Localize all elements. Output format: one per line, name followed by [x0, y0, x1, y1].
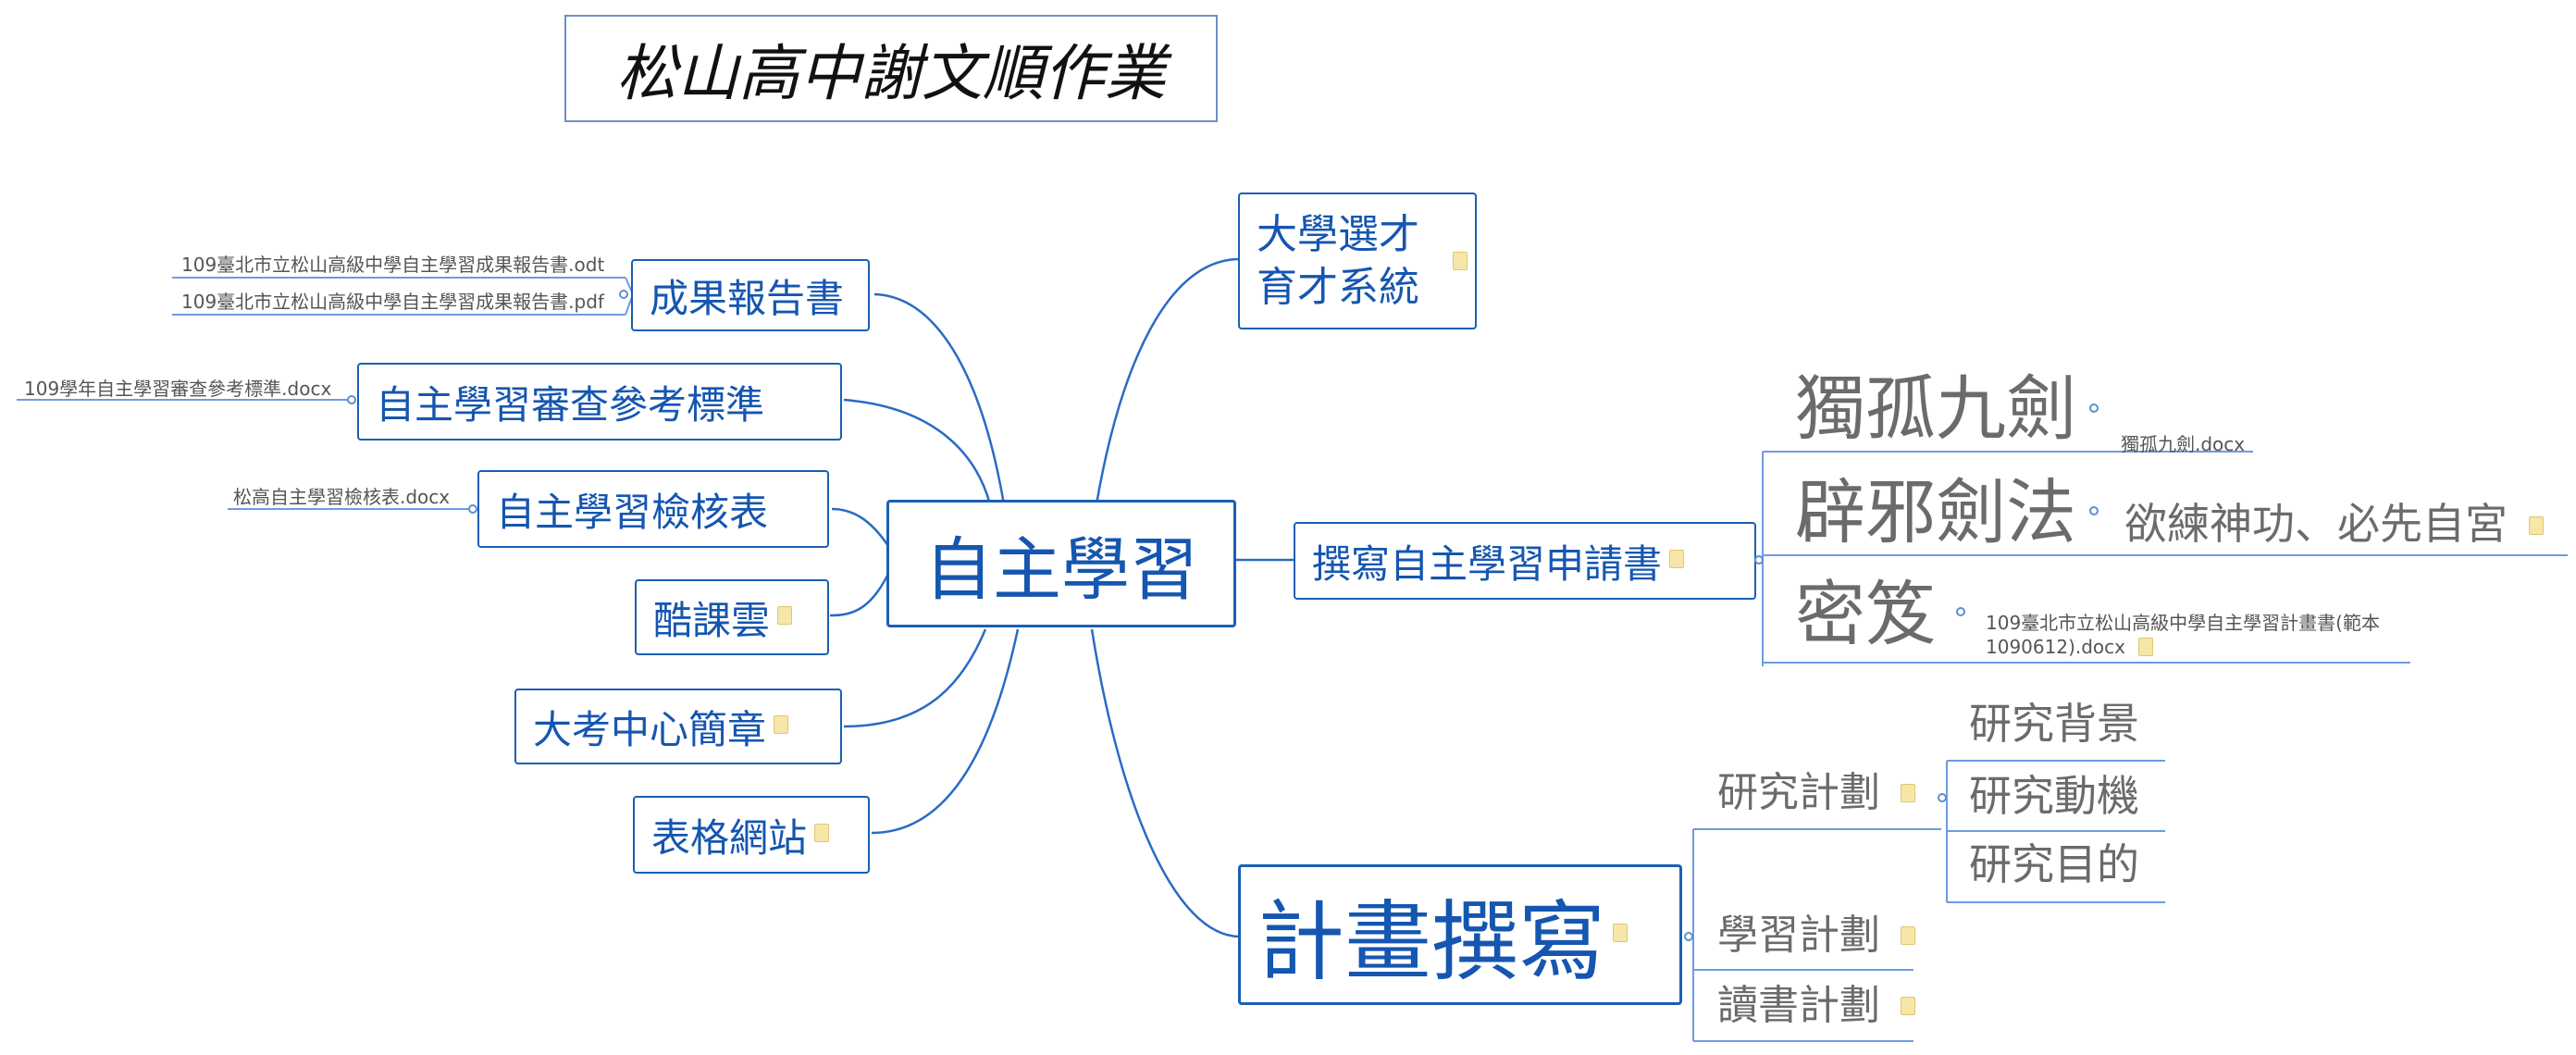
report-file-odt[interactable]: 109臺北市立松山高級中學自主學習成果報告書.odt	[181, 254, 605, 276]
note-icon[interactable]	[1901, 997, 1915, 1015]
note-icon[interactable]	[1613, 924, 1629, 942]
bixie-note-label: 欲練神功、必先自宮	[2124, 499, 2508, 549]
bixie-note[interactable]: 欲練神功、必先自宮	[2124, 500, 2544, 549]
ceec-node[interactable]: 大考中心簡章	[514, 689, 842, 764]
ceec-label: 大考中心簡章	[533, 706, 767, 752]
central-label: 自主學習	[924, 529, 1198, 610]
plan-node[interactable]: 計畫撰寫	[1238, 864, 1682, 1005]
note-icon[interactable]	[777, 606, 793, 625]
link-forms	[871, 628, 1020, 835]
plan-label: 計畫撰寫	[1257, 892, 1606, 993]
checklist-collapse-dot[interactable]	[468, 504, 477, 514]
bixie-label[interactable]: 辟邪劍法	[1795, 471, 2076, 553]
bixie-dot[interactable]	[2089, 506, 2099, 515]
miji-dot[interactable]	[1956, 607, 1965, 616]
research-dot[interactable]	[1938, 793, 1947, 802]
checklist-node[interactable]: 自主學習檢核表	[477, 470, 829, 548]
checklist-file[interactable]: 松高自主學習檢核表.docx	[233, 486, 451, 508]
miji-file-label: 109臺北市立松山高級中學自主學習計畫書(範本 1090612).docx	[1986, 612, 2380, 658]
miji-label[interactable]: 密笈	[1795, 573, 1936, 655]
plan-collapse-dot[interactable]	[1684, 932, 1693, 941]
note-icon[interactable]	[1901, 926, 1915, 945]
note-icon[interactable]	[1901, 784, 1915, 802]
link-report	[873, 292, 1006, 505]
forms-node[interactable]: 表格網站	[633, 796, 870, 874]
apply-node[interactable]: 撰寫自主學習申請書	[1294, 522, 1756, 600]
report-file-pdf[interactable]: 109臺北市立松山高級中學自主學習成果報告書.pdf	[181, 291, 604, 313]
review-collapse-dot[interactable]	[347, 395, 356, 404]
forms-label: 表格網站	[651, 814, 808, 861]
central-node[interactable]: 自主學習	[886, 500, 1236, 627]
report-node[interactable]: 成果報告書	[631, 259, 870, 331]
note-icon[interactable]	[814, 824, 830, 842]
dugu-file[interactable]: 獨孤九劍.docx	[2121, 433, 2246, 455]
apply-collapse-dot[interactable]	[1754, 555, 1764, 565]
report-collapse-dot[interactable]	[619, 290, 628, 299]
link-univ	[1095, 257, 1241, 505]
note-icon[interactable]	[1453, 252, 1468, 270]
research-label[interactable]: 研究計劃	[1717, 769, 1915, 817]
dugu-label[interactable]: 獨孤九劍	[1795, 367, 2076, 450]
link-ceec	[843, 628, 987, 728]
note-icon[interactable]	[774, 715, 789, 734]
research-motivation[interactable]: 研究動機	[1969, 771, 2139, 821]
review-file[interactable]: 109學年自主學習審查參考標準.docx	[24, 378, 332, 400]
coolclass-label: 酷課雲	[653, 597, 771, 643]
research-background[interactable]: 研究背景	[1969, 699, 2139, 749]
research-text: 研究計劃	[1717, 769, 1880, 816]
review-label: 自主學習審查參考標準	[376, 381, 765, 428]
dugu-dot[interactable]	[2089, 403, 2099, 413]
univ-label-line2: 育才系統	[1257, 264, 1419, 311]
link-coolclass	[829, 573, 890, 617]
note-icon[interactable]	[1669, 550, 1685, 568]
coolclass-node[interactable]: 酷課雲	[635, 579, 829, 655]
checklist-label: 自主學習檢核表	[496, 489, 769, 535]
miji-file[interactable]: 109臺北市立松山高級中學自主學習計畫書(範本 1090612).docx	[1986, 611, 2393, 659]
page-title: 松山高中謝文順作業	[564, 15, 1218, 122]
note-icon[interactable]	[2138, 637, 2154, 656]
apply-label: 撰寫自主學習申請書	[1312, 540, 1663, 587]
univ-node[interactable]: 大學選才 育才系統	[1238, 192, 1477, 329]
univ-label-line1: 大學選才	[1257, 210, 1419, 258]
research-purpose[interactable]: 研究目的	[1969, 839, 2139, 889]
link-plan	[1090, 628, 1241, 938]
link-review	[843, 398, 992, 505]
report-label: 成果報告書	[650, 275, 845, 321]
note-icon[interactable]	[2528, 515, 2544, 535]
link-checklist	[831, 507, 890, 547]
reading-plan-label[interactable]: 讀書計劃	[1717, 982, 1915, 1030]
review-node[interactable]: 自主學習審查參考標準	[357, 363, 842, 441]
reading-plan-text: 讀書計劃	[1717, 982, 1880, 1029]
study-plan-text: 學習計劃	[1717, 912, 1880, 959]
study-plan-label[interactable]: 學習計劃	[1717, 912, 1915, 960]
